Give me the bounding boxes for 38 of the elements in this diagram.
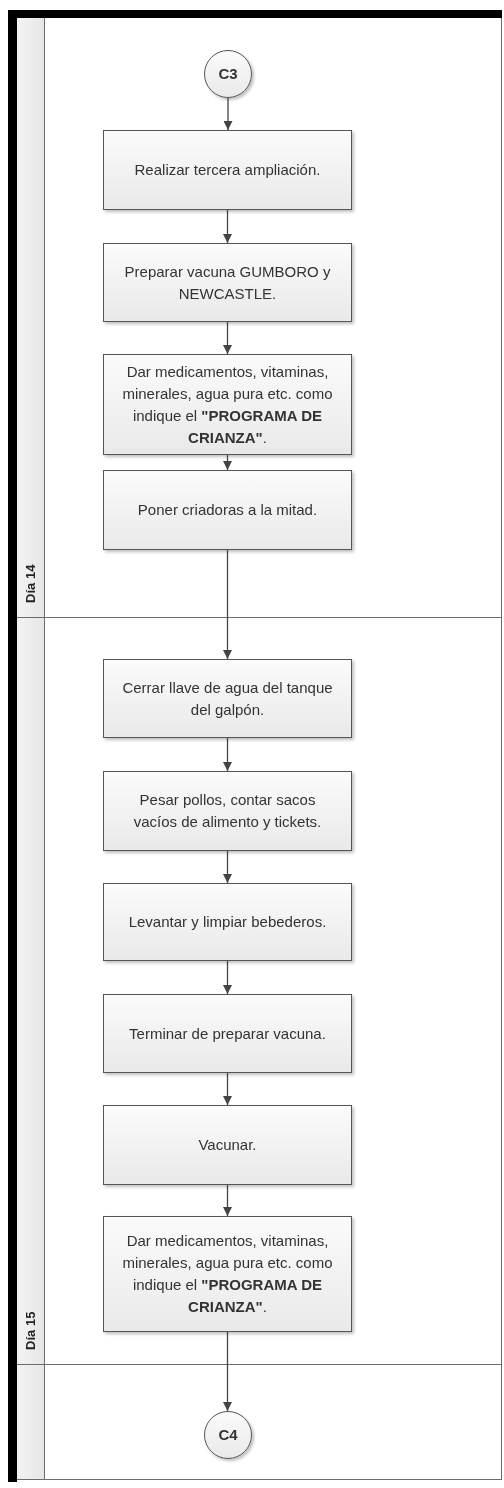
step-text: Terminar de preparar vacuna. (129, 1023, 326, 1044)
process-box (103, 883, 352, 961)
step-text: Dar medicamentos, vitaminas, minerales, agua pura etc. como indique el "PROGRAMA DE CRIANZA". (121, 1231, 334, 1317)
process-box (103, 1105, 352, 1185)
arrow (223, 209, 232, 244)
process-box (103, 243, 352, 322)
process-box (103, 771, 352, 851)
step-text: Realizar tercera ampliación. (134, 160, 321, 180)
arrow (223, 1331, 232, 1412)
step-text: C3 (218, 63, 238, 84)
arrow (223, 97, 233, 131)
arrow (223, 850, 232, 884)
process-box (103, 659, 352, 738)
process-box (103, 1216, 352, 1332)
arrow (223, 549, 232, 660)
process-box (103, 354, 352, 455)
process-box (103, 130, 352, 210)
swimlane (17, 1365, 502, 1480)
arrow (223, 454, 232, 471)
arrow (223, 960, 232, 995)
step-text: Preparar vacuna GUMBORO y NEWCASTLE. (123, 261, 332, 304)
process-box (103, 994, 352, 1073)
lane-label: Día 15 (22, 1311, 40, 1350)
step-text: Poner criadoras a la mitad. (137, 500, 318, 520)
step-text: Levantar y limpiar bebederos. (128, 912, 327, 932)
step-text: Cerrar llave de agua del tanque del galpón. (121, 677, 334, 720)
step-text: Pesar pollos, contar sacos vacíos de alimento y tickets. (132, 790, 323, 832)
step-text: Dar medicamentos, vitaminas, minerales, agua pura etc. como indique el "PROGRAMA DE CRIANZA". (121, 361, 334, 448)
lane-label: Día 14 (22, 564, 40, 603)
swimlane (17, 18, 502, 618)
arrow (223, 1184, 232, 1217)
swimlane (17, 618, 502, 1365)
arrow (223, 321, 232, 355)
process-box (103, 470, 352, 550)
step-text: C4 (218, 1424, 238, 1445)
arrow (223, 737, 232, 772)
step-text: Vacunar. (198, 1135, 257, 1155)
arrow (223, 1072, 232, 1106)
